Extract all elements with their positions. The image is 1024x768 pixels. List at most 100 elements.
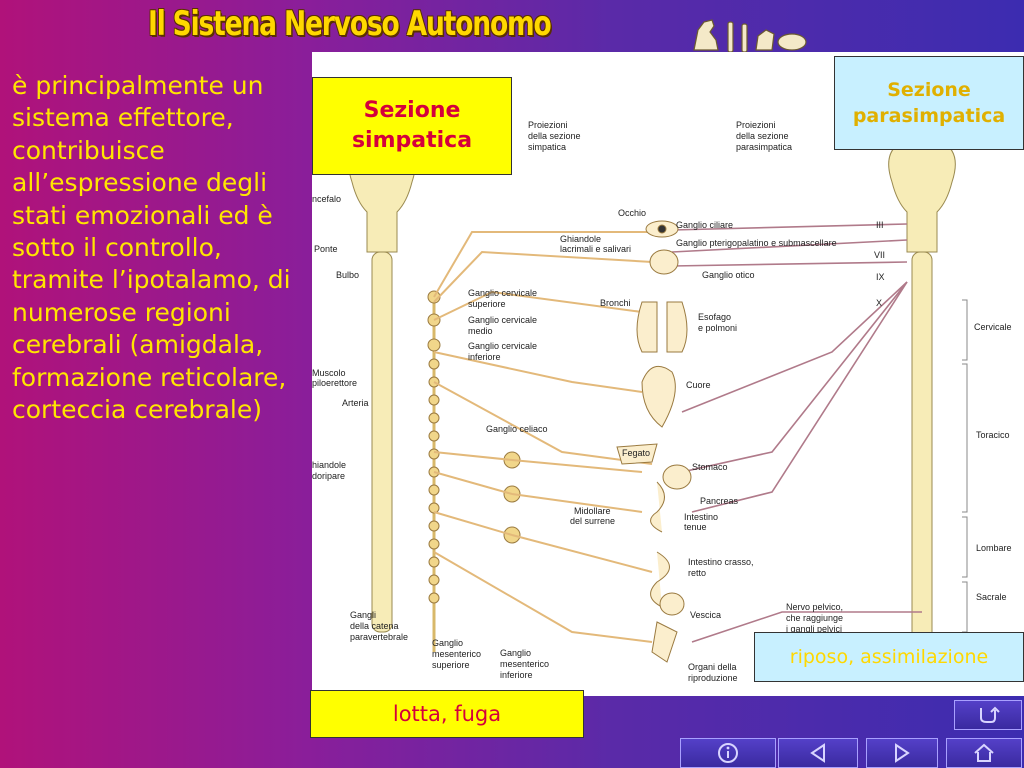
- label-cranial-ix: IX: [876, 272, 885, 282]
- next-icon: [895, 743, 910, 763]
- label-ghiandole-2: doripare: [312, 471, 345, 481]
- reed-icon: [741, 23, 748, 53]
- label-fegato: Fegato: [622, 448, 650, 458]
- label-cerv-sup-2: superiore: [468, 299, 506, 309]
- intestine-icon: [650, 481, 665, 533]
- label-ganglio-pterigo: Ganglio pterigopalatino e submascellare: [676, 238, 837, 248]
- label-cranial-x: X: [876, 298, 882, 308]
- home-icon: [974, 743, 994, 762]
- label-cerv-medio-2: medio: [468, 326, 493, 336]
- slide-title: Il Sistena Nervoso Autonomo: [148, 4, 552, 44]
- brainstem-right: [888, 136, 956, 643]
- fight-flight-box-label: lotta, fuga: [392, 702, 502, 726]
- bladder-icon: [659, 592, 685, 616]
- liver-icon: [616, 443, 658, 465]
- sympathetic-nerves: [433, 231, 653, 643]
- label-cervicale: Cervicale: [974, 322, 1012, 332]
- previous-button[interactable]: [778, 738, 858, 768]
- label-organi-ripr-2: riproduzione: [688, 673, 738, 683]
- label-ganglio-otico: Ganglio otico: [702, 270, 755, 280]
- lion-icon: [755, 29, 775, 51]
- proj-simp-1: Proiezioni: [528, 120, 568, 130]
- label-mes-inf-3: inferiore: [500, 670, 533, 680]
- label-int-tenue-1: Intestino: [684, 512, 718, 522]
- bird-icon: [693, 19, 719, 51]
- label-mes-sup-1: Ganglio: [432, 638, 463, 648]
- sympathetic-box-label: Sezione simpatica: [351, 98, 473, 153]
- label-ganglio-ciliare: Ganglio ciliare: [676, 220, 733, 230]
- next-button[interactable]: [866, 738, 938, 768]
- label-encefalo: ncefalo: [312, 194, 341, 204]
- rest-box-label: riposo, assimilazione: [789, 646, 989, 668]
- return-button[interactable]: [954, 700, 1022, 730]
- label-catena-3: paravertebrale: [350, 632, 408, 642]
- colon-icon: [650, 551, 670, 608]
- label-nervo-pelvico-1: Nervo pelvico,: [786, 602, 843, 612]
- label-stomaco: Stomaco: [692, 462, 728, 472]
- label-cranial-iii: III: [876, 220, 884, 230]
- label-esofago-1: Esofago: [698, 312, 731, 322]
- label-pancreas: Pancreas: [700, 496, 739, 506]
- label-ghiandole-1: hiandole: [312, 460, 346, 470]
- label-catena-1: Gangli: [350, 610, 376, 620]
- body-text: è principalmente un sistema effettore, c…: [12, 71, 291, 425]
- region-brackets: [962, 299, 968, 633]
- proj-simp-3: simpatica: [528, 142, 566, 152]
- label-muscolo-2: piloerettore: [312, 378, 357, 388]
- proj-para-1: Proiezioni: [736, 120, 776, 130]
- proj-para-2: della sezione: [736, 131, 789, 141]
- parasympathetic-box: Sezione parasimpatica: [834, 56, 1024, 150]
- label-mes-sup-3: superiore: [432, 660, 470, 670]
- label-esofago-2: e polmoni: [698, 323, 737, 333]
- nervous-system-diagram: Proiezioni della sezione simpatica Proie…: [312, 52, 1024, 696]
- label-int-crasso-1: Intestino crasso,: [688, 557, 754, 567]
- label-midollare-2: del surrene: [570, 516, 615, 526]
- rest-box: riposo, assimilazione: [754, 632, 1024, 682]
- label-muscolo-1: Muscolo: [312, 368, 346, 378]
- heart-icon: [641, 365, 676, 428]
- parasympathetic-nerves: [671, 223, 922, 643]
- reed-icon: [727, 21, 734, 53]
- organ-illustrations: [616, 220, 692, 663]
- label-bronchi: Bronchi: [600, 298, 631, 308]
- label-midollare-1: Midollare: [574, 506, 611, 516]
- parasympathetic-box-label: Sezione parasimpatica: [852, 79, 1006, 127]
- label-int-tenue-2: tenue: [684, 522, 707, 532]
- label-ghiand-lacr-2: lacrimali e salivari: [560, 244, 631, 254]
- label-bulbo: Bulbo: [336, 270, 359, 280]
- label-vescica: Vescica: [690, 610, 721, 620]
- label-occhio: Occhio: [618, 208, 646, 218]
- label-ponte: Ponte: [314, 244, 338, 254]
- label-int-crasso-2: retto: [688, 568, 706, 578]
- stomach-icon: [662, 464, 692, 490]
- home-button[interactable]: [946, 738, 1022, 768]
- label-toracico: Toracico: [976, 430, 1010, 440]
- label-cerv-sup-1: Ganglio cervicale: [468, 288, 537, 298]
- label-nervo-pelvico-3: i gangli pelvici: [786, 624, 842, 634]
- proj-para-3: parasimpatica: [736, 142, 792, 152]
- proj-simp-2: della sezione: [528, 131, 581, 141]
- brainstem-left: [348, 136, 416, 633]
- label-sacrale: Sacrale: [976, 592, 1007, 602]
- mouth-icon: [777, 33, 807, 51]
- lungs-icon: [636, 301, 688, 353]
- sympathetic-chain: [427, 290, 441, 652]
- sympathetic-box: Sezione simpatica: [312, 77, 512, 175]
- previous-icon: [810, 743, 825, 763]
- info-button[interactable]: [680, 738, 776, 768]
- prevertebral-ganglia: [503, 451, 521, 544]
- info-icon: [718, 743, 738, 763]
- hieroglyph-decoration: [688, 10, 818, 58]
- label-lombare: Lombare: [976, 543, 1012, 553]
- label-ghiand-lacr-1: Ghiandole: [560, 234, 601, 244]
- reproductive-icon: [651, 621, 678, 663]
- label-organi-ripr-1: Organi della: [688, 662, 737, 672]
- fight-flight-box: lotta, fuga: [310, 690, 584, 738]
- label-cerv-inf-2: inferiore: [468, 352, 501, 362]
- label-mes-sup-2: mesenterico: [432, 649, 481, 659]
- label-cerv-medio-1: Ganglio cervicale: [468, 315, 537, 325]
- label-mes-inf-1: Ganglio: [500, 648, 531, 658]
- label-cranial-vii: VII: [874, 250, 885, 260]
- label-mes-inf-2: mesenterico: [500, 659, 549, 669]
- label-nervo-pelvico-2: che raggiunge: [786, 613, 843, 623]
